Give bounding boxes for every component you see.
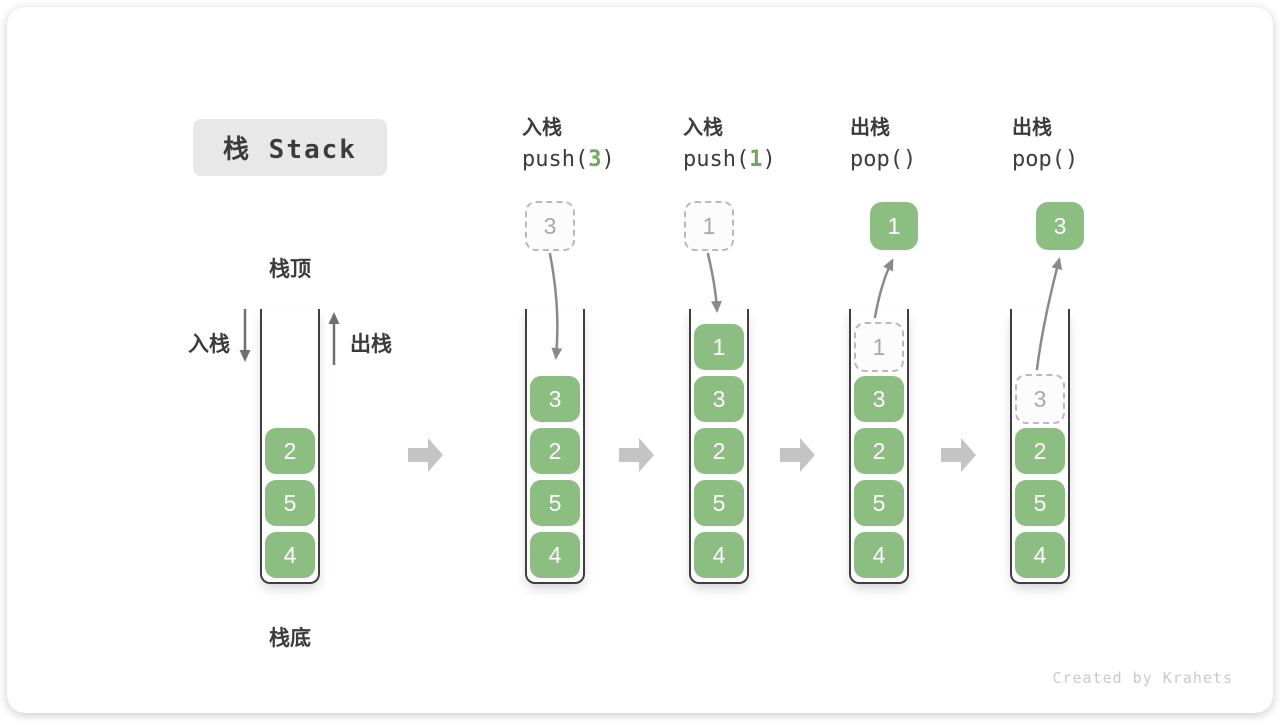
- diagram-card: 栈 Stack 栈顶 栈底 入栈 出栈 入栈 push(3) 入栈 push(1…: [7, 7, 1273, 713]
- watermark: Created by Krahets: [1052, 669, 1233, 687]
- stack-4-popped-ghost: 1: [854, 322, 904, 372]
- stack-4-item: 5: [854, 480, 904, 526]
- operation-label-pop-3: 出栈 pop(): [1012, 113, 1142, 177]
- stack-3-item: 2: [694, 428, 744, 474]
- transition-arrow-1: [408, 438, 443, 472]
- transition-arrow-4: [941, 438, 976, 472]
- stack-3-item: 5: [694, 480, 744, 526]
- stack-top-label: 栈顶: [269, 258, 311, 281]
- stack-2-item: 5: [530, 480, 580, 526]
- operation-label-push-1: 入栈 push(1): [683, 113, 813, 177]
- stack-1-item: 5: [265, 480, 315, 526]
- operation-code: push(3): [522, 147, 615, 172]
- operation-arg: 1: [749, 147, 763, 172]
- operation-zh: 出栈: [1012, 117, 1052, 139]
- operation-code: pop(): [1012, 147, 1079, 172]
- operation-zh: 入栈: [683, 117, 723, 139]
- title-box: 栈 Stack: [193, 119, 387, 176]
- push-side-label: 入栈: [188, 333, 230, 356]
- operation-label-pop-1: 出栈 pop(): [850, 113, 980, 177]
- floating-pushed-value-1: 1: [684, 201, 734, 251]
- stack-3-item: 4: [694, 532, 744, 578]
- push-1-arrow: [706, 252, 722, 313]
- stack-1-item: 4: [265, 532, 315, 578]
- stack-5-item: 2: [1015, 428, 1065, 474]
- operation-code: pop(): [850, 147, 917, 172]
- stack-4-item: 4: [854, 532, 904, 578]
- page-title: 栈 Stack: [223, 135, 357, 165]
- stack-3-item: 3: [694, 376, 744, 422]
- stack-2-item: 3: [530, 376, 580, 422]
- stack-4-item: 2: [854, 428, 904, 474]
- stack-2-item: 2: [530, 428, 580, 474]
- stack-5-popped-ghost: 3: [1015, 374, 1065, 424]
- stack-5-item: 5: [1015, 480, 1065, 526]
- stack-2-item: 4: [530, 532, 580, 578]
- operation-label-push-3: 入栈 push(3): [522, 113, 652, 177]
- pop-side-label: 出栈: [350, 333, 392, 356]
- operation-zh: 出栈: [850, 117, 890, 139]
- floating-pushed-value-3: 3: [525, 201, 575, 251]
- floating-popped-value-1: 1: [870, 202, 918, 250]
- stack-4-item: 3: [854, 376, 904, 422]
- stack-3-item: 1: [694, 324, 744, 370]
- transition-arrow-2: [619, 438, 654, 472]
- stack-1-item: 2: [265, 428, 315, 474]
- operation-code: push(1): [683, 147, 776, 172]
- operation-arg: 3: [588, 147, 602, 172]
- stack-bottom-label: 栈底: [269, 627, 311, 650]
- operation-zh: 入栈: [522, 117, 562, 139]
- transition-arrow-3: [780, 438, 815, 472]
- floating-popped-value-3: 3: [1036, 202, 1084, 250]
- stack-5-item: 4: [1015, 532, 1065, 578]
